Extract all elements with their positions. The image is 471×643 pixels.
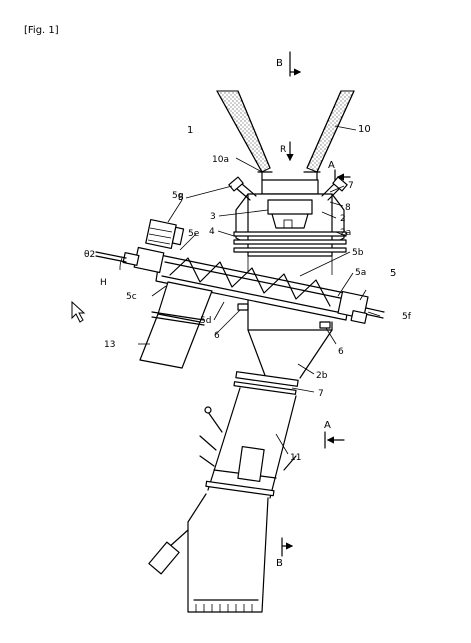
label-6-left: 6 bbox=[214, 331, 220, 341]
section-marker-a-bottom bbox=[324, 431, 345, 449]
label-13: 13 bbox=[104, 340, 115, 350]
label-5a: 5a bbox=[355, 268, 366, 278]
section-marker-b-bottom bbox=[281, 537, 294, 557]
casing-2 bbox=[233, 179, 347, 275]
label-5e: 5e bbox=[188, 229, 200, 239]
label-2a: 2a bbox=[340, 228, 351, 238]
section-marker-b-top bbox=[289, 51, 302, 77]
label-2b: 2b bbox=[316, 371, 328, 381]
label-5g: 5g bbox=[172, 191, 183, 201]
label-11: 11 bbox=[290, 453, 301, 463]
reference-labels: 1 10 10a R B A 7 8 8 3 2 4 2a 5g 5e 5b 5… bbox=[84, 58, 412, 569]
leader-lines bbox=[138, 125, 381, 455]
label-6-right: 6 bbox=[338, 347, 344, 357]
bottom-discharge bbox=[148, 493, 269, 613]
lower-casing-2b bbox=[233, 299, 333, 395]
side-port-8-left bbox=[228, 176, 257, 201]
support-6-right bbox=[319, 321, 331, 329]
label-4: 4 bbox=[209, 227, 215, 237]
angle-arc bbox=[119, 257, 123, 271]
label-5c: 5c bbox=[126, 292, 137, 302]
label-a-bottom: A bbox=[324, 420, 331, 431]
label-10: 10 bbox=[358, 124, 371, 135]
label-3: 3 bbox=[210, 212, 216, 222]
label-theta2: θ2 bbox=[84, 250, 95, 260]
label-fig-ref: 1 bbox=[187, 125, 193, 136]
label-b-bottom: B bbox=[276, 558, 283, 569]
label-7-top: 7 bbox=[348, 181, 354, 191]
label-2: 2 bbox=[340, 214, 346, 224]
label-5f: 5f bbox=[402, 312, 412, 322]
side-port-8-right bbox=[321, 176, 348, 201]
label-a-top: A bbox=[328, 160, 335, 171]
label-10a: 10a bbox=[212, 155, 229, 165]
screw-conveyor-5 bbox=[95, 218, 385, 324]
label-5: 5 bbox=[390, 268, 396, 279]
figure-label: [Fig. 1] bbox=[24, 25, 59, 36]
label-b-top: B bbox=[276, 58, 283, 69]
label-5d: 5d bbox=[200, 316, 211, 326]
label-h: H bbox=[100, 278, 107, 288]
support-6-left bbox=[237, 303, 249, 311]
label-7-mid: 7 bbox=[318, 389, 324, 399]
discharge-chute-13 bbox=[139, 281, 213, 369]
label-8-left: 8 bbox=[178, 193, 184, 203]
label-5b: 5b bbox=[352, 248, 364, 258]
mouse-cursor-icon bbox=[71, 300, 86, 323]
label-8-right: 8 bbox=[345, 203, 351, 213]
label-r: R bbox=[280, 145, 286, 155]
inclined-body-11 bbox=[199, 387, 297, 499]
